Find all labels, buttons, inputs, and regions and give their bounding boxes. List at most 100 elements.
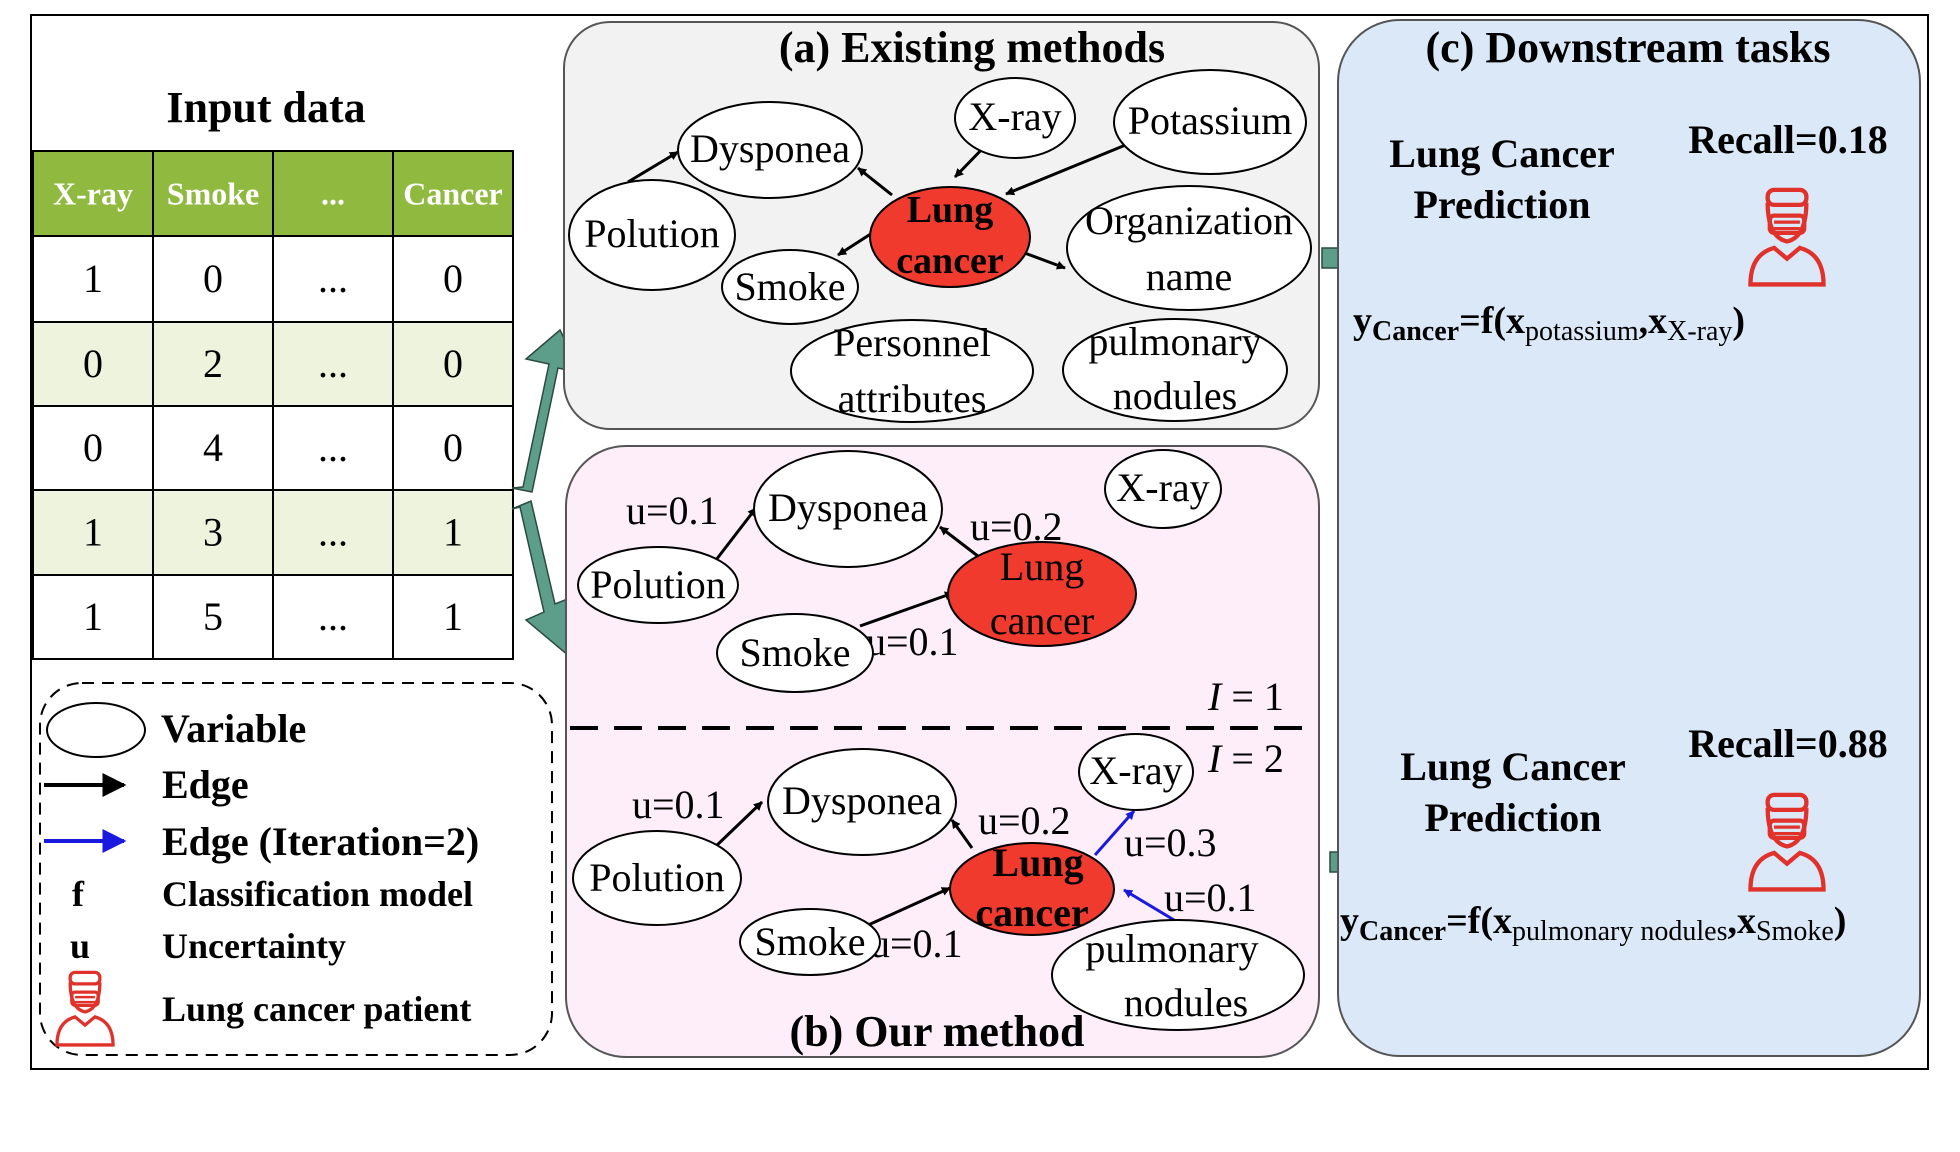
u-b2-pol-dys: u=0.1: [632, 782, 725, 827]
panel-our-method: (b) Our method u=0.1 u=0.2 u=0.1 Dyspone…: [565, 445, 1320, 1058]
table-cell-value: 0: [83, 425, 103, 470]
table-cell-value: ...: [318, 256, 348, 301]
table-cell-value: 3: [203, 510, 223, 555]
node-a-polution-label: Polution: [584, 211, 720, 256]
node-b1-polution: [577, 546, 739, 624]
u-b1-pol-dys: u=0.1: [626, 488, 719, 533]
table-cell-value: 0: [203, 256, 223, 301]
node-a-lung-cancer: [869, 186, 1031, 288]
node-a-lung-label-1: Lung: [907, 189, 994, 231]
table-cell-value: 1: [83, 510, 103, 555]
node-b2-lung-label-2: cancer: [975, 890, 1088, 935]
node-b2-pulmonary-label-1: pulmonary: [1085, 926, 1258, 971]
node-a-smoke-label: Smoke: [734, 264, 845, 309]
figure-frame: [30, 14, 1929, 1070]
node-b1-smoke: [716, 613, 874, 693]
node-b2-pulmonary: [1051, 919, 1305, 1031]
u-b2-smoke-lung: u=0.1: [870, 921, 963, 966]
legend-box: [39, 682, 553, 1056]
table-cell-value: ...: [318, 341, 348, 386]
node-a-pulmonary-label-1: pulmonary: [1088, 319, 1261, 364]
node-b1-polution-label: Polution: [590, 562, 726, 607]
node-a-pulmonary: [1062, 318, 1288, 422]
table-cell-value: 1: [443, 594, 463, 639]
node-b1-lung-cancer: [947, 541, 1137, 647]
legend-edge-label: Edge: [162, 762, 249, 807]
node-b1-xray: [1104, 449, 1222, 529]
u-b2-lung-dys: u=0.2: [978, 798, 1071, 843]
node-b2-dysponea: [767, 748, 957, 856]
task1-label-2: Prediction: [1413, 182, 1590, 227]
node-b1-dysponea: [753, 450, 943, 568]
u-b2-lung-xray: u=0.3: [1124, 820, 1217, 865]
table-cell-value: ...: [318, 510, 348, 555]
node-b1-xray-label: X-ray: [1116, 465, 1209, 510]
node-a-dysponea-label: Dysponea: [690, 126, 850, 171]
node-a-org-label-1: Organization: [1085, 198, 1293, 243]
table-cell-value: 0: [443, 256, 463, 301]
node-b1-dysponea-label: Dysponea: [768, 485, 928, 530]
table-cell-value: 4: [203, 425, 223, 470]
table-cell: [392, 489, 514, 576]
legend-u-label: Uncertainty: [162, 926, 346, 966]
table-cell: [32, 321, 154, 407]
task1-label-1: Lung Cancer: [1389, 131, 1615, 176]
legend-edge-iter2-label: Edge (Iteration=2): [162, 819, 479, 864]
table-cell: [152, 405, 274, 491]
table-cell: [392, 405, 514, 491]
table-cell: [392, 574, 514, 660]
node-a-organization: [1066, 185, 1312, 311]
table-header-cell: [392, 150, 514, 237]
iter2-label: I= 2: [1207, 736, 1284, 781]
node-a-smoke: [721, 249, 859, 325]
u-b1-smoke-lung: u=0.1: [866, 619, 959, 664]
edge-a-pot-lung: [1005, 142, 1129, 196]
table-cell: [152, 489, 274, 576]
table-cell: [272, 321, 394, 407]
table-cell-value: 1: [83, 594, 103, 639]
node-a-potassium: [1113, 69, 1307, 175]
table-cell-value: 0: [83, 341, 103, 386]
iter1-label: I= 1: [1207, 674, 1284, 719]
edge-b2-lung-dys: [950, 819, 974, 849]
edge-a-pol-dys: [627, 150, 679, 184]
legend-f-symbol: f: [72, 874, 85, 914]
node-a-dysponea: [677, 101, 863, 199]
table-cell: [392, 321, 514, 407]
node-b1-lung-label-2: cancer: [990, 598, 1094, 643]
table-cell: [392, 235, 514, 323]
edge-b2-pol-dys: [712, 800, 764, 850]
node-a-polution: [568, 179, 736, 291]
node-b2-xray: [1078, 733, 1194, 811]
edge-b1-lung-dys: [939, 525, 984, 562]
edge-b1-pol-dys: [714, 507, 758, 561]
input-title: Input data: [166, 83, 365, 132]
task2-label-2: Prediction: [1424, 795, 1601, 840]
panel-a-title: (a) Existing methods: [779, 23, 1165, 72]
legend-variable-label: Variable: [161, 706, 306, 751]
table-cell-value: ...: [318, 425, 348, 470]
table-cell: [272, 574, 394, 660]
edge-b2-lung-xray: [1093, 810, 1136, 856]
node-a-xray-label: X-ray: [968, 94, 1061, 139]
node-a-xray: [954, 77, 1076, 159]
table-cell: [152, 574, 274, 660]
table-cell-value: ...: [318, 594, 348, 639]
table-cell: [152, 235, 274, 323]
node-b2-polution: [572, 830, 742, 926]
node-a-org-label-2: name: [1146, 254, 1233, 299]
task1-formula: yCancer=f(xpotassium,xX-ray): [1353, 300, 1745, 347]
panel-b-title: (b) Our method: [790, 1007, 1085, 1056]
task2-label-1: Lung Cancer: [1400, 744, 1626, 789]
edge-a-lung-org: [1021, 250, 1066, 270]
table-cell-value: 5: [203, 594, 223, 639]
table-cell: [32, 574, 154, 660]
table-header-cell: [152, 150, 274, 237]
u-b2-pul-lung: u=0.1: [1164, 875, 1257, 920]
table-header-label: Smoke: [167, 176, 259, 212]
panel-existing-methods: (a) Existing methods Dysponea X-ray Pota…: [563, 21, 1320, 430]
table-cell: [272, 405, 394, 491]
panel-downstream-tasks: (c) Downstream tasks Lung Cancer Predict…: [1337, 19, 1921, 1057]
table-cell-value: 0: [443, 341, 463, 386]
